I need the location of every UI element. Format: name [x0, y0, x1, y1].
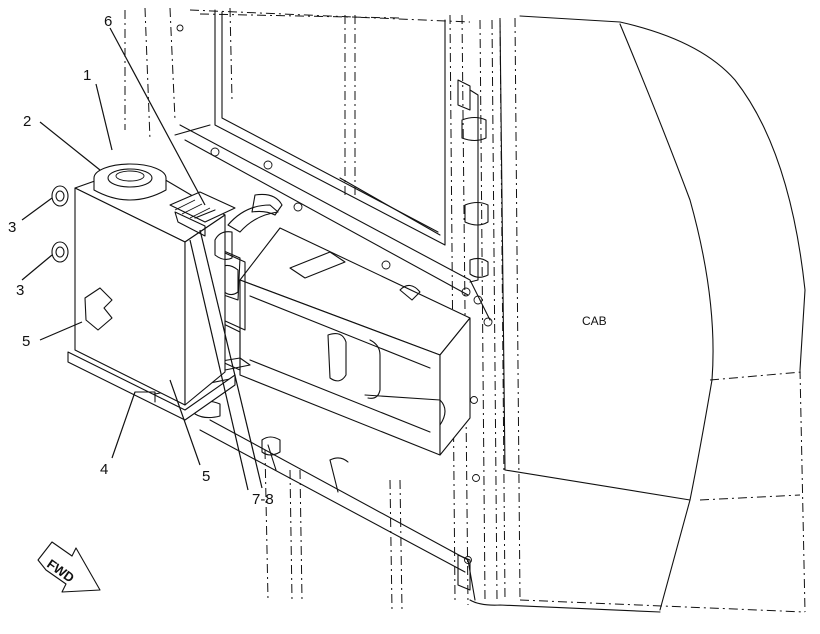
- fwd-arrow: FWD: [37, 541, 101, 593]
- callout-4: 4: [100, 461, 108, 478]
- tool-box: [239, 227, 471, 456]
- callout-3-lower: 3: [16, 282, 24, 299]
- callout-7-8: 7-8: [252, 491, 274, 508]
- callout-5-bottom: 5: [202, 468, 210, 485]
- callout-5-left: 5: [22, 333, 30, 350]
- callouts: 1 2 3 3 5 4 5 6 7-8: [8, 13, 274, 508]
- callout-3-upper: 3: [8, 219, 16, 236]
- callout-6: 6: [104, 13, 112, 30]
- window-frame: [174, 9, 493, 564]
- cab-label: CAB: [582, 314, 607, 328]
- cab-body: CAB: [469, 15, 806, 613]
- callout-1: 1: [83, 67, 91, 84]
- hidden-frame-lines: [124, 7, 806, 613]
- lower-frame: [199, 419, 476, 601]
- leader-lines: [21, 27, 263, 491]
- callout-2: 2: [23, 113, 31, 130]
